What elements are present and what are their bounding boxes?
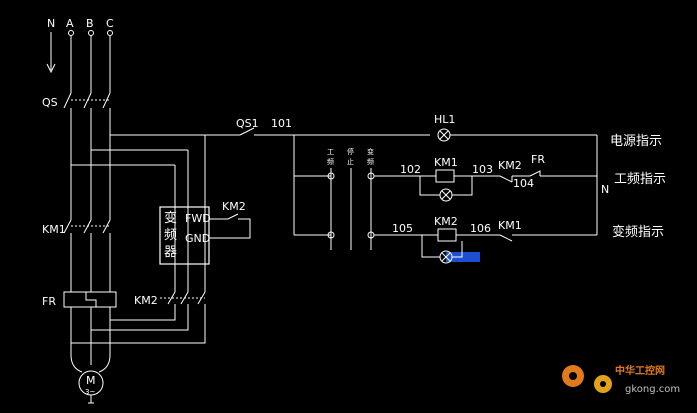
- fr-thermal-relay: FR: [42, 291, 117, 365]
- qs1-label: QS1: [236, 117, 259, 130]
- phase-label-b: B: [86, 17, 94, 30]
- switch-stop-2: 止: [347, 157, 354, 166]
- indicator-power: 电源指示: [610, 134, 662, 149]
- km2-nc-label: KM2: [498, 159, 522, 172]
- phase-label-c: C: [106, 17, 114, 30]
- km1-coil-label: KM1: [434, 156, 458, 169]
- km2-top-label: KM2: [222, 200, 246, 213]
- node-104-label: 104: [513, 177, 534, 190]
- switch-bianpin-2: 频: [367, 157, 374, 166]
- selection-highlight: [446, 252, 480, 262]
- node-106-label: 106: [470, 222, 491, 235]
- switch-gongpin-1: 工: [327, 148, 334, 156]
- watermark-cn: 中华工控网: [615, 364, 665, 377]
- switch-bianpin-1: 变: [367, 147, 374, 156]
- indicator-vfd: 变频指示: [612, 224, 664, 240]
- vfd-name-2: 频: [164, 228, 177, 243]
- fr-ctrl-label: FR: [531, 153, 545, 166]
- gkong-watermark: 中华工控网 gkong.com: [562, 364, 680, 395]
- indicator-labels: 电源指示 工频指示 变频指示: [610, 134, 666, 240]
- vfd-name-3: 器: [164, 245, 177, 260]
- vfd-gnd-label: GND: [185, 232, 210, 245]
- km2-vfd-contacts: KM2: [71, 207, 206, 344]
- qs1-control-switch: QS1 101: [230, 117, 430, 235]
- rung-line-frequency: 102 KM1 103 KM2 FR 104 N: [374, 153, 609, 202]
- switch-stop-1: 停: [347, 147, 354, 156]
- indicator-line: 工频指示: [614, 172, 666, 187]
- selector-switch: 工 频 停 止 变 频: [294, 147, 375, 250]
- qs-main-switch: QS: [42, 92, 111, 220]
- right-n-label: N: [601, 183, 609, 196]
- km1-main-contacts: KM1: [42, 219, 111, 292]
- km2-vfd-label: KM2: [134, 294, 158, 307]
- motor-label: M: [86, 374, 96, 387]
- km2-coil-label: KM2: [434, 215, 458, 228]
- rung-power-indicator: HL1: [434, 113, 598, 235]
- hl1-label: HL1: [434, 113, 455, 126]
- motor-sub-label: 3~: [85, 388, 95, 396]
- switch-gongpin-2: 频: [327, 157, 334, 166]
- fr-main-label: FR: [42, 295, 56, 308]
- vfd-box: 变 频 器 FWD GND KM2: [159, 200, 251, 265]
- motor: M 3~: [70, 354, 111, 404]
- rung-vfd: 105 KM2 106 KM1: [374, 215, 597, 264]
- watermark-url: gkong.com: [625, 384, 680, 395]
- km1-nc-label: KM1: [498, 219, 522, 232]
- qs-label: QS: [42, 96, 58, 109]
- main-power-lines: [70, 36, 111, 93]
- node-102-label: 102: [400, 163, 421, 176]
- node-105-label: 105: [392, 222, 413, 235]
- vfd-fwd-label: FWD: [185, 212, 211, 225]
- node-101-label: 101: [271, 117, 292, 130]
- power-taps: [71, 134, 230, 207]
- node-103-label: 103: [472, 163, 493, 176]
- phase-headers: N A B C: [46, 17, 114, 74]
- vfd-name-1: 变: [164, 210, 177, 226]
- phase-label-a: A: [66, 17, 74, 30]
- km1-main-label: KM1: [42, 223, 66, 236]
- phase-label-n: N: [47, 17, 55, 30]
